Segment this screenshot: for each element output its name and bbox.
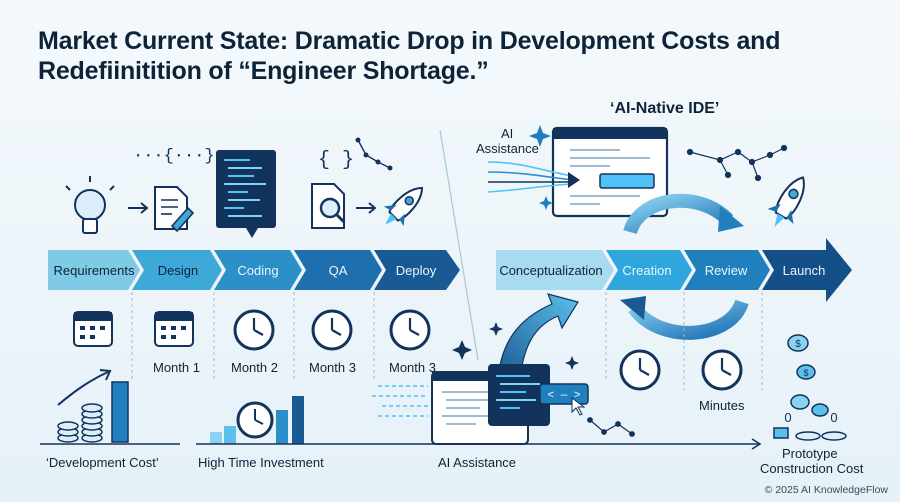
braces-icon-text: { }	[318, 149, 354, 172]
chevron-coding	[214, 250, 302, 290]
chevron-qa	[294, 250, 382, 290]
step-requirements: Requirements	[54, 263, 135, 278]
ai-native-process: Conceptualization Creation Review Launch	[496, 238, 852, 302]
chevron-creation	[606, 250, 692, 290]
code-screen-icon	[216, 150, 276, 238]
sparkle-icon	[529, 125, 553, 210]
clock-icon	[233, 309, 275, 351]
rocket-launch-icon	[767, 176, 805, 227]
arrow-right-icon	[128, 202, 149, 214]
clock-icon-4	[619, 349, 661, 391]
clock-icon-2	[311, 309, 353, 351]
svg-text:$: $	[803, 368, 808, 378]
month-2-label: Month 2	[231, 360, 278, 375]
minutes-label: Minutes	[699, 398, 745, 413]
lightbulb-icon	[65, 176, 115, 234]
big-rising-arrow-icon	[497, 293, 579, 379]
development-cost-label: ‘Development Cost’	[46, 455, 159, 470]
search-document-icon	[311, 183, 346, 229]
zero-label-2: 0	[830, 410, 837, 425]
chevron-deploy	[374, 250, 460, 290]
step-qa: QA	[329, 263, 348, 278]
svg-text:$: $	[795, 339, 801, 350]
ai-native-ide-heading: ‘AI-Native IDE’	[610, 100, 720, 117]
iteration-cycle-icon	[620, 193, 749, 340]
step-review: Review	[705, 263, 748, 278]
falling-coins-icon: $ $	[773, 334, 847, 441]
calendar-icon-2	[154, 311, 194, 347]
clock-icon-5	[701, 349, 743, 391]
rocket-icon	[383, 187, 423, 227]
month-3-label: Month 3	[309, 360, 356, 375]
dashed-guides-right	[605, 292, 763, 390]
section-divider	[439, 129, 479, 361]
cost-bar-icon	[111, 381, 129, 443]
copyright-text: © 2025 AI KnowledgeFlow	[764, 484, 888, 496]
ai-assistance-top-line1: AI	[501, 126, 514, 141]
step-launch: Launch	[783, 263, 826, 278]
page-title: Market Current State: Dramatic Drop in D…	[38, 26, 781, 86]
clock-icon-3	[389, 309, 431, 351]
dashed-guides	[131, 292, 375, 380]
chevron-conceptualization	[496, 250, 614, 290]
chevron-requirements	[48, 250, 140, 290]
step-conceptualization: Conceptualization	[499, 263, 602, 278]
month-3b-label: Month 3	[389, 360, 436, 375]
launch-arrowhead	[826, 238, 852, 302]
code-bracket-text: ···{···}	[133, 147, 215, 166]
constellation-icon-2	[587, 417, 635, 437]
prototype-label: Prototype	[782, 446, 838, 461]
time-bars-icon	[210, 396, 304, 444]
dark-code-window-icon	[488, 364, 550, 426]
step-deploy: Deploy	[396, 263, 437, 278]
step-design: Design	[158, 263, 198, 278]
timeline-arrowhead	[751, 438, 762, 450]
chevron-review	[684, 250, 770, 290]
title-line-1: Market Current State: Dramatic Drop in D…	[38, 27, 781, 55]
traditional-process: Requirements Design Coding QA Deploy	[48, 250, 460, 290]
sparkle-icon-2	[452, 322, 579, 370]
rising-cost-arrow-icon	[57, 369, 112, 406]
high-time-investment-label: High Time Investment	[198, 455, 324, 470]
ai-assistance-top-line2: Assistance	[476, 141, 539, 156]
constellation-icon	[686, 144, 788, 182]
chevron-design	[132, 250, 222, 290]
ai-assistance-bottom-label: AI Assistance	[438, 455, 517, 470]
ai-data-stream-icon	[487, 161, 580, 193]
month-1-label: Month 1	[153, 360, 200, 375]
data-lines-icon	[372, 385, 428, 417]
document-edit-icon	[154, 186, 195, 233]
step-coding: Coding	[237, 263, 278, 278]
title-line-2: Redefiinitition of “Engineer Shortage.”	[38, 57, 489, 85]
coin-stacks-icon	[57, 403, 103, 443]
ai-ide-window-icon	[551, 126, 669, 218]
arrow-right-icon-2	[356, 202, 377, 214]
zero-label-1: 0	[784, 410, 791, 425]
constellation-small-icon	[355, 137, 393, 171]
calendar-icon	[73, 311, 113, 347]
step-creation: Creation	[622, 263, 671, 278]
construction-cost-label: Construction Cost	[760, 461, 864, 476]
ai-suggestion-popup-icon: < — >	[539, 383, 589, 416]
